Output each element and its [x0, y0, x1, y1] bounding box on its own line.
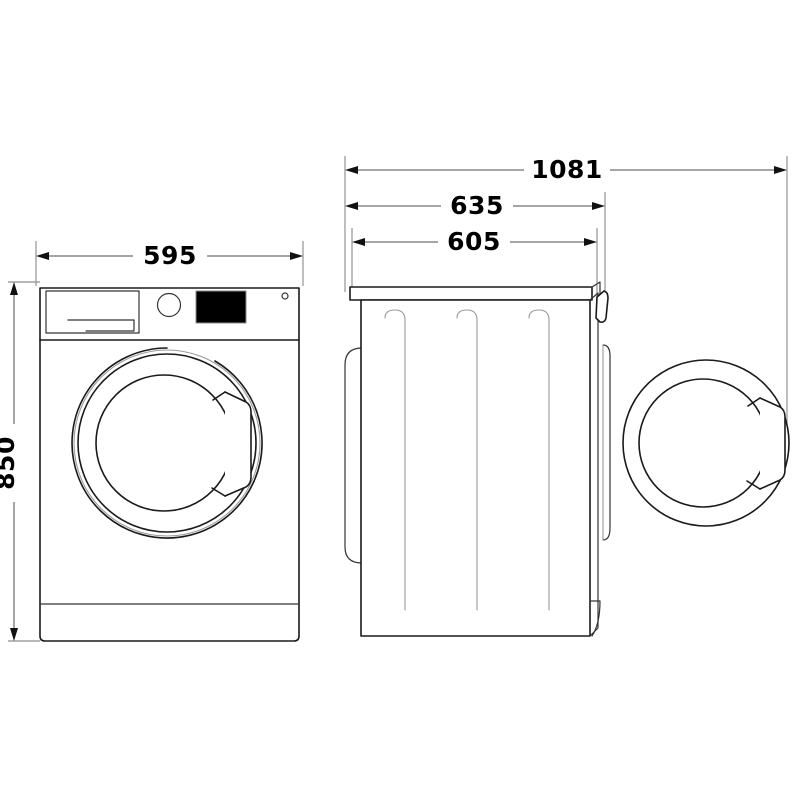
side-view — [344, 281, 790, 637]
label-bg-1081 — [524, 153, 610, 185]
label-bg-850 — [2, 424, 28, 502]
dimension-label-605: 605 — [447, 227, 501, 256]
body-depth-dimension: 605 — [351, 225, 598, 300]
depth-total-dimension: 1081 — [344, 153, 788, 448]
front-width-dimension: 595 — [35, 240, 304, 286]
label-bg-595 — [133, 240, 207, 271]
door-handle[interactable] — [224, 391, 252, 497]
indicator-light[interactable] — [281, 292, 289, 300]
arrow-left-605 — [352, 238, 365, 246]
open-door-handle-top-edge — [747, 397, 761, 407]
open-door-edge-profile — [602, 344, 611, 541]
arrow-right-605 — [584, 238, 597, 246]
open-door-handle-bottom-edge — [746, 480, 761, 490]
side-rib-3 — [528, 309, 550, 611]
dimension-label-850: 850 — [0, 436, 20, 490]
open-door[interactable] — [622, 359, 790, 527]
detergent-drawer[interactable] — [45, 290, 140, 334]
worktop — [349, 286, 593, 301]
porthole-door[interactable] — [71, 347, 263, 539]
arrow-bottom-850 — [10, 628, 18, 641]
door-handle-bottom-edge — [211, 487, 226, 497]
detergent-drawer-body — [45, 290, 140, 334]
dimension-label-1081: 1081 — [531, 155, 603, 184]
side-bottom-front-detail — [589, 600, 601, 637]
label-bg-605 — [438, 225, 510, 257]
side-rib-2 — [456, 309, 478, 611]
detergent-drawer-handle — [67, 319, 135, 332]
arrow-left-595 — [36, 252, 49, 260]
side-rib-1 — [384, 309, 406, 611]
dimension-label-635: 635 — [450, 191, 504, 220]
display-panel[interactable] — [195, 290, 247, 324]
arrow-right-1081 — [774, 166, 787, 174]
depth-door-closed-dimension: 635 — [345, 189, 606, 296]
arrow-right-635 — [592, 202, 605, 210]
open-door-handle[interactable] — [759, 397, 786, 490]
side-ribs — [384, 309, 550, 611]
open-door-glass — [638, 378, 768, 508]
door-handle-top-edge — [212, 391, 226, 401]
program-knob[interactable] — [156, 292, 182, 318]
arrow-top-850 — [10, 282, 18, 295]
arrow-left-635 — [345, 202, 358, 210]
rear-panel — [344, 347, 367, 568]
door-outer-ring — [73, 349, 261, 537]
door-hinge[interactable] — [595, 290, 609, 323]
arrow-right-595 — [290, 252, 303, 260]
dimension-label-595: 595 — [143, 241, 197, 270]
worktop-front-lip — [591, 281, 601, 295]
side-view-dimensions: 1081 635 605 — [344, 153, 788, 448]
side-body-outline — [360, 299, 591, 637]
door-glass — [95, 374, 233, 512]
label-bg-635 — [441, 189, 513, 221]
arrow-left-1081 — [345, 166, 358, 174]
door-inner-arc-hidden — [71, 347, 263, 539]
front-height-dimension: 850 — [0, 281, 40, 642]
front-view: 595 850 — [0, 240, 304, 642]
side-front-edge — [589, 292, 599, 637]
